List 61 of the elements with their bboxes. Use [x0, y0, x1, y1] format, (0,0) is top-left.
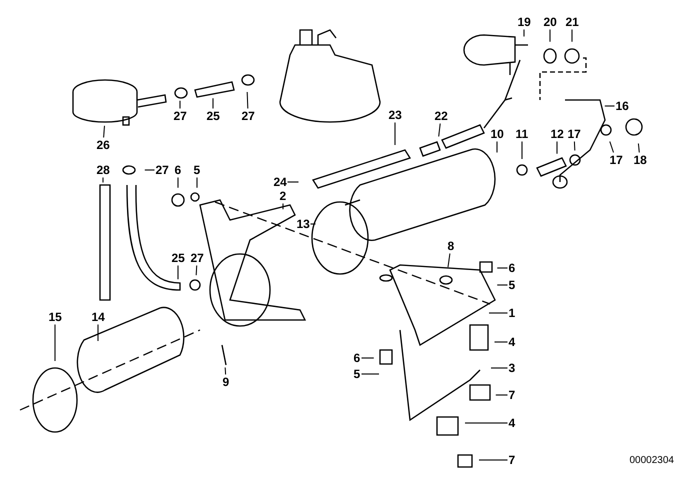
callout-number: 27	[190, 252, 204, 264]
callout-number: 2	[280, 190, 286, 202]
leader-line	[574, 141, 576, 151]
callout-number: 3	[508, 362, 516, 374]
callout-number: 7	[508, 388, 516, 402]
callout-number: 8	[448, 240, 454, 252]
leader-line	[464, 422, 508, 424]
callout-number: 7	[508, 454, 516, 466]
callout-number: 6	[174, 164, 182, 176]
leader-line	[224, 367, 226, 375]
leader-line	[556, 141, 558, 154]
callout-number: 27	[156, 164, 169, 176]
leader-line	[394, 122, 396, 146]
leader-line	[438, 123, 441, 137]
callout-number: 11	[516, 128, 528, 140]
callout-number: 17	[568, 128, 581, 140]
callout-number: 28	[96, 164, 110, 176]
callout-number: 5	[354, 368, 360, 380]
drawing-number: 00002304	[630, 455, 674, 466]
callout-number: 5	[508, 278, 516, 292]
callout-number: 25	[172, 252, 185, 264]
callout-number: 5	[194, 164, 200, 176]
callout-number: 27	[174, 110, 187, 122]
callout-number: 4	[508, 336, 516, 348]
callout-number: 16	[616, 100, 629, 112]
leader-line	[495, 394, 508, 396]
callout-number: 24	[274, 176, 287, 188]
leader-line	[488, 312, 508, 314]
leader-line	[196, 177, 198, 188]
callout-number: 10	[490, 128, 504, 140]
leader-line	[102, 177, 104, 183]
callout-number: 14	[92, 310, 105, 324]
callout-number: 12	[550, 128, 564, 140]
leader-line	[282, 203, 284, 210]
callout-number: 22	[434, 110, 448, 122]
leader-line	[212, 98, 214, 109]
leader-line	[196, 265, 198, 276]
leader-line	[496, 284, 508, 286]
callout-number: 4	[508, 416, 516, 430]
callout-number: 6	[508, 262, 516, 274]
callout-number: 15	[48, 310, 62, 324]
callout-number: 13	[296, 218, 310, 230]
callout-number: 25	[206, 110, 220, 122]
callout-number: 18	[634, 154, 647, 166]
callout-number: 23	[388, 108, 402, 122]
callout-number: 27	[242, 110, 255, 122]
leader-line	[496, 141, 498, 153]
callout-number: 17	[610, 154, 623, 166]
callout-number: 9	[222, 376, 230, 388]
callout-number: 21	[566, 16, 579, 28]
leader-line	[448, 253, 450, 268]
callout-number: 26	[96, 138, 110, 152]
leader-line	[54, 324, 56, 362]
leader-line	[246, 92, 248, 109]
leader-line	[103, 125, 105, 138]
callout-number: 19	[518, 16, 531, 28]
leader-line	[609, 141, 614, 153]
leader-line	[638, 143, 640, 153]
callout-number: 1	[508, 306, 516, 320]
callout-number: 6	[354, 352, 360, 364]
callout-number: 20	[544, 16, 557, 28]
